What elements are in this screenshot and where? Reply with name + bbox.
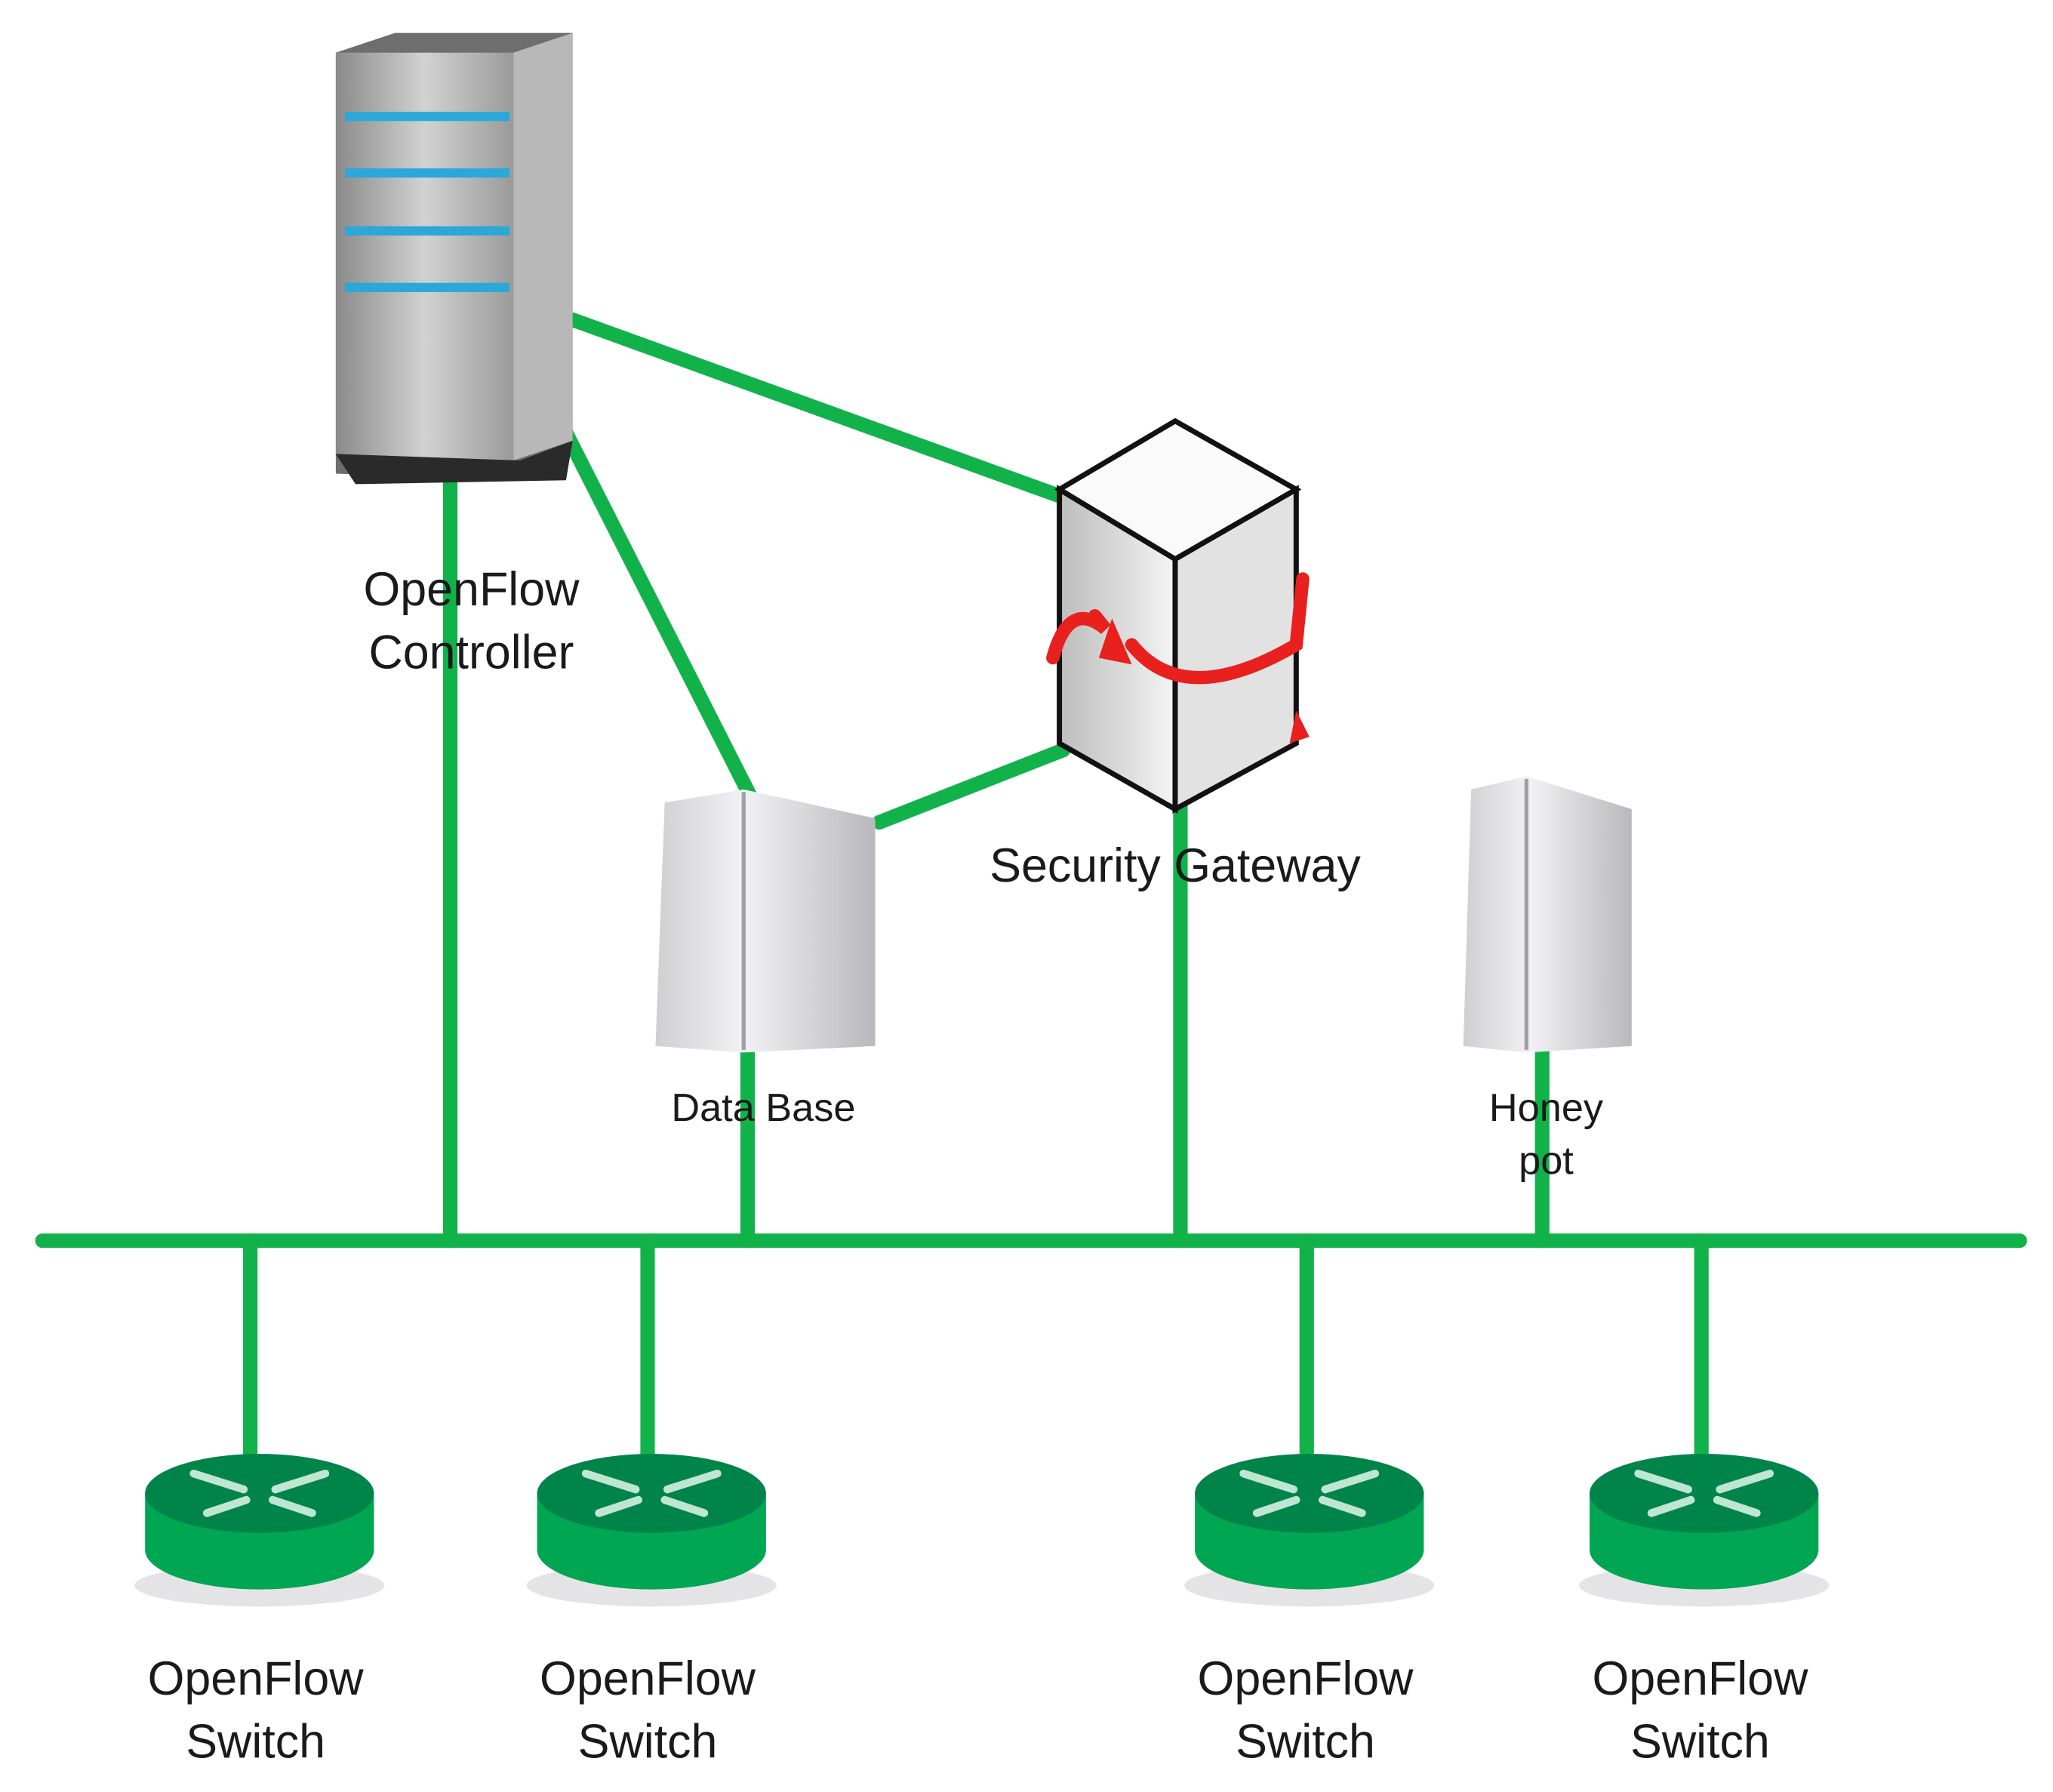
switch-label-line2: Switch bbox=[1236, 1716, 1375, 1769]
switch-label-line2: Switch bbox=[578, 1716, 718, 1769]
controller-label-line2: Controller bbox=[368, 626, 574, 679]
link-controller-gateway bbox=[565, 312, 1071, 505]
honeypot-label-line2: pot bbox=[1519, 1139, 1574, 1183]
firewall-cube-icon[interactable] bbox=[1046, 417, 1310, 814]
switch-label-line1: OpenFlow bbox=[540, 1652, 756, 1705]
link-controller-database bbox=[556, 420, 758, 804]
switch-label-line2: Switch bbox=[1630, 1716, 1770, 1769]
switch-label-line2: Switch bbox=[186, 1716, 325, 1769]
database-label: Data Base bbox=[671, 1086, 855, 1130]
switch-label-line1: OpenFlow bbox=[1592, 1652, 1808, 1705]
gateway-label: Security Gateway bbox=[990, 839, 1361, 892]
honeypot-server-icon[interactable] bbox=[1463, 776, 1632, 1053]
openflow-switch-icon[interactable] bbox=[1579, 1454, 1830, 1607]
switch-label-line1: OpenFlow bbox=[1198, 1652, 1414, 1705]
server-tower-icon[interactable] bbox=[335, 32, 573, 485]
links bbox=[35, 312, 2027, 1468]
openflow-switch-icon[interactable] bbox=[526, 1454, 777, 1607]
link-database-gateway bbox=[872, 742, 1071, 830]
openflow-switch-icon[interactable] bbox=[1184, 1454, 1435, 1607]
honeypot-label-line1: Honey bbox=[1489, 1086, 1604, 1130]
openflow-switch-icon[interactable] bbox=[134, 1454, 385, 1607]
switch-label-line1: OpenFlow bbox=[148, 1652, 365, 1705]
controller-label-line1: OpenFlow bbox=[363, 563, 580, 616]
database-server-icon[interactable] bbox=[655, 789, 876, 1053]
